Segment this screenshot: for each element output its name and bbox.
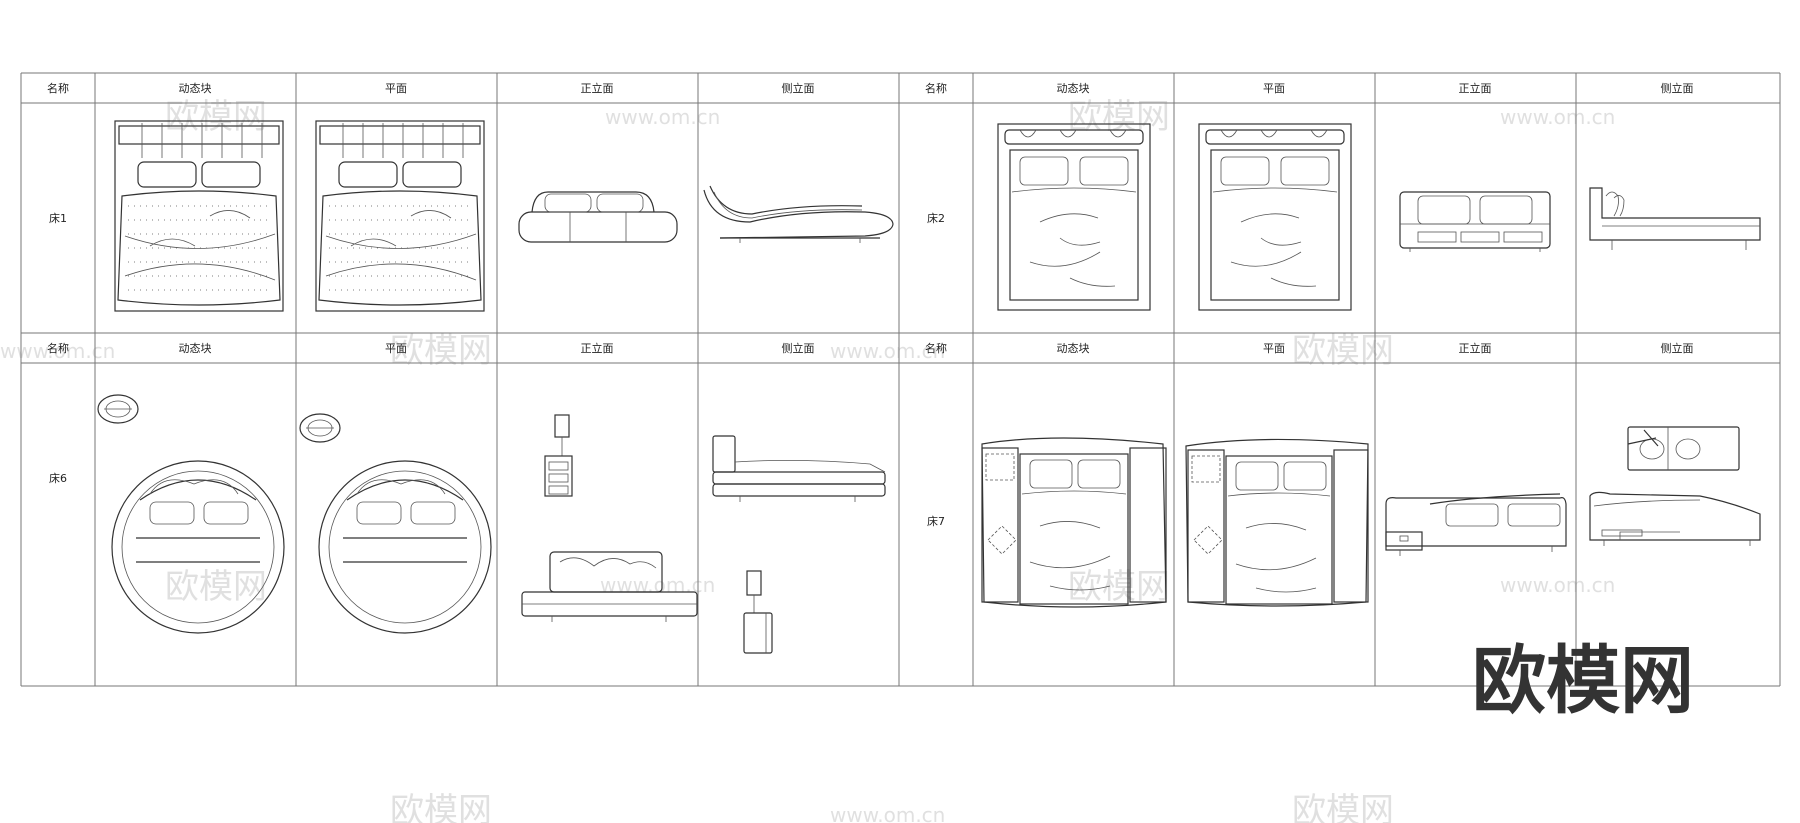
bed6-side-elevation: [712, 435, 886, 654]
bed1-plan-drawing: [114, 120, 284, 312]
header-name: 名称: [47, 81, 69, 95]
header-dynamic-block: 动态块: [179, 82, 212, 95]
row-label-bed-1: 床1: [49, 211, 67, 225]
bed7-front-elevation: [1385, 493, 1567, 556]
header-front-elevation: 正立面: [581, 341, 614, 355]
header-dynamic-block: 动态块: [1057, 342, 1090, 355]
watermark-logo: 欧模网: [390, 331, 492, 371]
bed2-front-elevation: [1399, 191, 1551, 252]
watermark-url: www.om.cn: [1500, 573, 1615, 597]
header-plan: 平面: [385, 342, 407, 355]
table-grid: [20, 72, 1781, 687]
header-side-elevation: 侧立面: [1661, 341, 1694, 355]
watermark-logo: 欧模网: [1292, 331, 1394, 371]
bed6-plan-drawing: [97, 394, 285, 634]
watermark-url: www.om.cn: [830, 339, 945, 363]
bed1-side-elevation: [703, 185, 894, 243]
header-front-elevation: 正立面: [1459, 81, 1492, 95]
bed6-plan-view: [299, 413, 492, 634]
watermark-logo: 欧模网: [390, 791, 492, 823]
bed1-plan-view: [315, 120, 485, 312]
bed2-plan-drawing: [997, 123, 1151, 311]
watermark-url: www.om.cn: [1500, 105, 1615, 129]
header-front-elevation: 正立面: [581, 81, 614, 95]
bed7-side-elevation: [1589, 426, 1761, 546]
watermark-url: www.om.cn: [605, 105, 720, 129]
header-name: 名称: [47, 341, 69, 355]
header-dynamic-block: 动态块: [1057, 82, 1090, 95]
bed2-plan-view: [1198, 123, 1352, 311]
watermark-logo: 欧模网: [1292, 791, 1394, 823]
row-label-bed-2: 床2: [927, 211, 945, 225]
header-side-elevation: 侧立面: [1661, 81, 1694, 95]
watermark-logo: 欧模网: [165, 567, 267, 607]
brand-logo: 欧模网: [1472, 638, 1694, 724]
row-label-bed-6: 床6: [49, 471, 67, 485]
watermark-url: www.om.cn: [0, 339, 115, 363]
header-plan: 平面: [1263, 342, 1285, 355]
row-label-bed-7: 床7: [927, 514, 945, 528]
header-dynamic-block: 动态块: [179, 342, 212, 355]
header-row-1: 名称 动态块 平面 正立面 侧立面 名称 动态块 平面 正立面 侧立面: [47, 81, 1694, 95]
header-name: 名称: [925, 341, 947, 355]
bed7-plan-drawing: [981, 437, 1167, 608]
bed6-front-elevation: [521, 414, 698, 622]
header-side-elevation: 侧立面: [782, 81, 815, 95]
watermark-url: www.om.cn: [830, 803, 945, 823]
header-front-elevation: 正立面: [1459, 341, 1492, 355]
header-side-elevation: 侧立面: [782, 341, 815, 355]
bed2-side-elevation: [1589, 187, 1761, 250]
header-name: 名称: [925, 81, 947, 95]
bed7-plan-view: [1185, 438, 1369, 607]
header-row-2: 名称 动态块 平面 正立面 侧立面 名称 动态块 平面 正立面 侧立面: [47, 341, 1694, 355]
header-plan: 平面: [1263, 82, 1285, 95]
bed1-front-elevation: [518, 191, 678, 243]
watermark-logo: 欧模网: [1068, 567, 1170, 607]
header-plan: 平面: [385, 82, 407, 95]
